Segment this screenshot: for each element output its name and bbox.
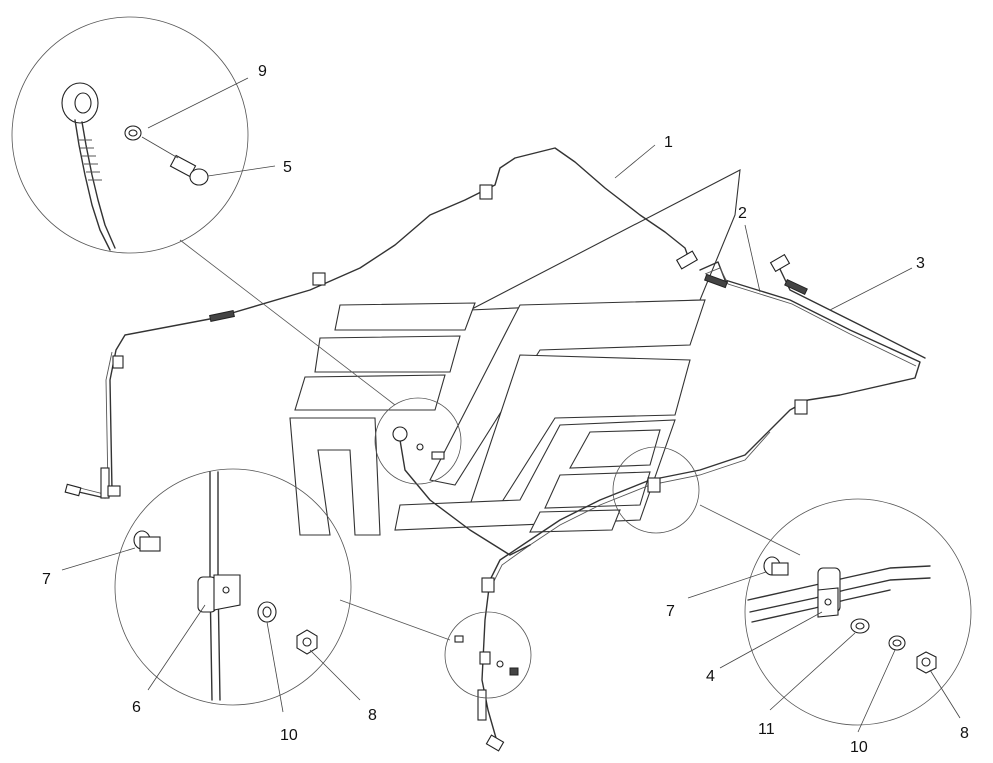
callout-8-right: 8 <box>960 725 969 742</box>
callout-10-right: 10 <box>850 739 868 756</box>
callout-2: 2 <box>738 205 747 222</box>
brake-pipe-2-3 <box>399 253 926 752</box>
callout-3: 3 <box>916 255 925 272</box>
callout-7-left: 7 <box>42 571 51 588</box>
callout-4: 4 <box>706 668 715 685</box>
zoom-detail-clamp-left <box>114 468 352 706</box>
zoom-detail-clamp-right <box>744 498 972 726</box>
callout-leaders <box>61 77 961 733</box>
callout-7-right: 7 <box>666 603 675 620</box>
background-logo <box>289 169 741 536</box>
brake-pipe-1 <box>64 147 699 499</box>
callout-6: 6 <box>132 699 141 716</box>
callout-labels: 1 2 3 4 5 6 7 7 8 8 9 10 10 11 <box>42 63 969 756</box>
callout-10-left: 10 <box>280 727 298 744</box>
callout-8-left: 8 <box>368 707 377 724</box>
detail-marker-circles <box>374 397 700 699</box>
callout-1: 1 <box>664 134 673 151</box>
zoom-detail-banjo-fitting <box>11 16 249 254</box>
callout-9: 9 <box>258 63 267 80</box>
zoom-leader-lines <box>179 239 801 641</box>
callout-11: 11 <box>758 721 775 738</box>
callout-5: 5 <box>283 159 292 176</box>
